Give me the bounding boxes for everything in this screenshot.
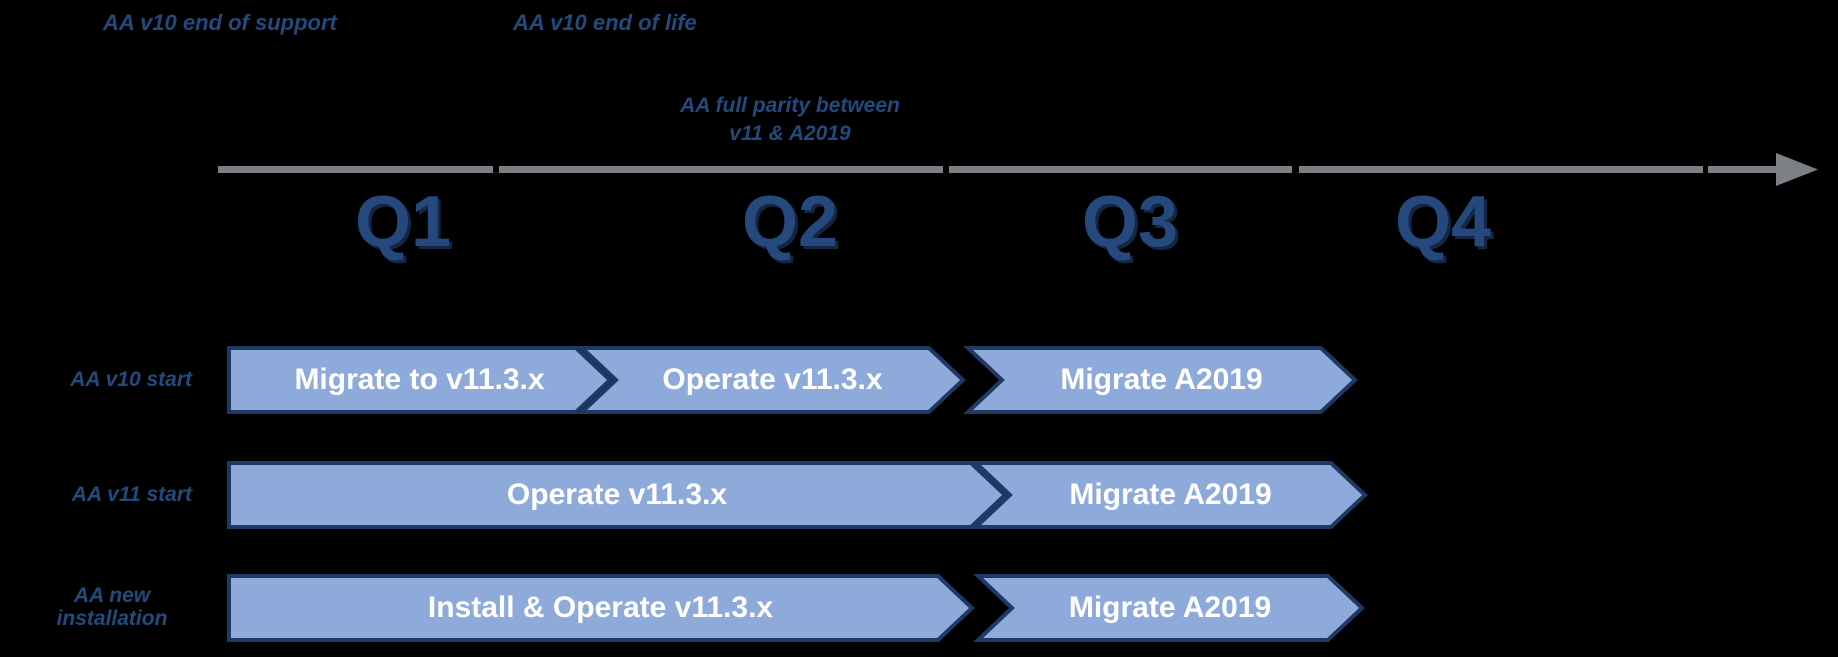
timeline-segment [1299,166,1703,173]
timeline-segment [949,166,1292,173]
chevron-label-operate-v11: Operate v11.3.x [662,363,883,396]
chevron-shape-migrate-a2019 [972,574,1365,642]
chevron-label-install-operate-v11: Install & Operate v11.3.x [427,591,774,624]
timeline-axis [218,153,1818,186]
annotation-full-parity: AA full parity between v11 & A2019 [640,92,940,148]
chevron-label-operate-v11: Operate v11.3.x [506,478,728,511]
chevron-row-new-install [227,574,1365,642]
chevron-label-migrate-to-v11: Migrate to v11.3.x [294,363,545,396]
annotation-end-of-support: AA v10 end of support [103,10,337,35]
quarter-label-q2: Q2 [741,182,839,262]
chevron-label-migrate-a2019: Migrate A2019 [1068,591,1272,624]
row-label-v10-start: AA v10 start [70,368,192,391]
chevron-row-v11 [227,461,1368,529]
timeline-segment [499,166,943,173]
timeline-arrowhead-icon [1776,153,1818,186]
chevron-shape-migrate-a2019 [970,461,1368,529]
chevron-shape-install-operate-v11 [227,574,975,642]
quarter-label-q4: Q4 [1394,182,1492,262]
chevron-label-migrate-a2019: Migrate A2019 [1060,363,1263,396]
annotation-full-parity-line1: AA full parity between [680,94,900,117]
quarter-label-q1: Q1 [354,182,452,262]
annotation-full-parity-line2: v11 & A2019 [729,122,851,145]
chevron-shape-operate-v11 [227,461,1008,529]
row-label-v11-start: AA v11 start [71,483,192,506]
timeline-segment [1708,166,1780,173]
annotation-end-of-life: AA v10 end of life [513,10,697,35]
quarter-label-q3: Q3 [1081,182,1179,262]
chevron-shape-migrate-v11 [227,346,613,414]
chevron-row-v10 [227,346,1358,414]
chevron-label-migrate-a2019: Migrate A2019 [1069,478,1272,511]
timeline-segment [218,166,493,173]
row-label-new-installation: AA new installation [56,584,168,630]
chevron-shape-migrate-a2019 [962,346,1358,414]
chevron-shape-operate-v11 [576,346,966,414]
